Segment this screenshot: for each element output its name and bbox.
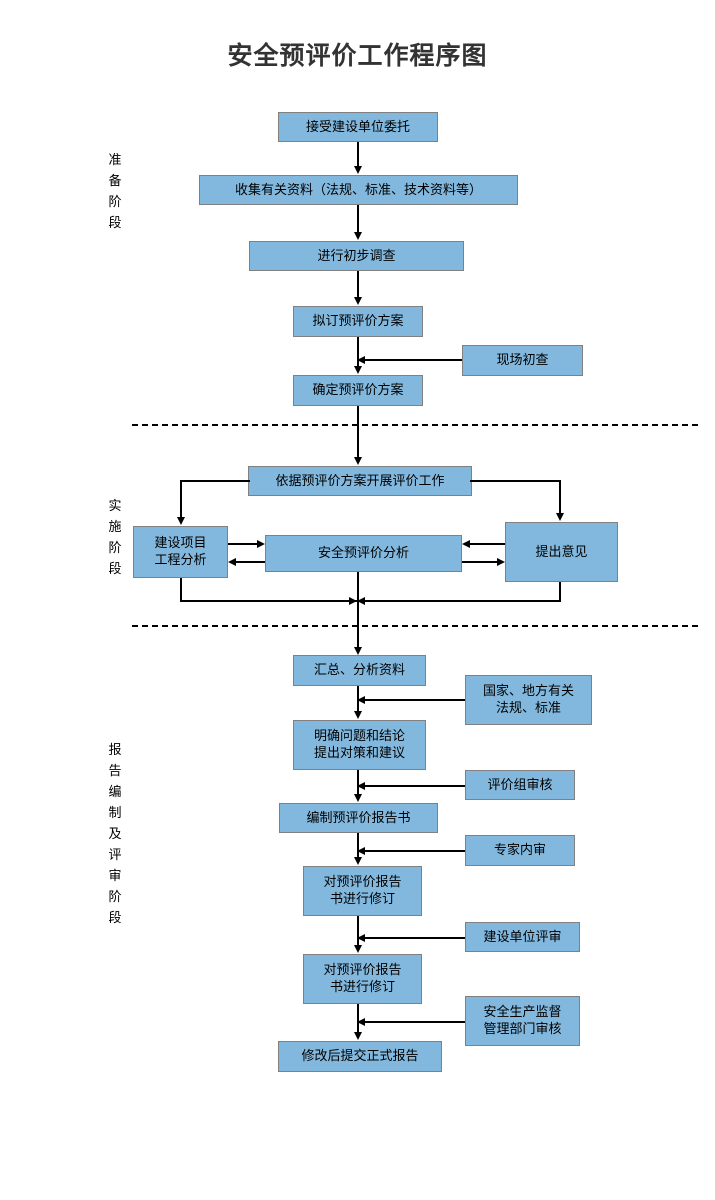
connector-safety-to-project xyxy=(236,561,265,563)
connector-project-to-safety xyxy=(228,543,257,545)
arrowhead-to-safety-analysis xyxy=(257,539,265,548)
arrowhead-collect xyxy=(353,166,362,174)
arrowhead-supervision-merge xyxy=(357,1017,365,1026)
stage-separator-1 xyxy=(132,424,698,426)
stage-label-implementation: 实 施 阶 段 xyxy=(108,499,122,577)
connector-site-survey-to-main xyxy=(365,359,462,361)
arrowhead-site-survey-merge xyxy=(357,355,365,364)
node-preliminary-survey[interactable]: 进行初步调查 xyxy=(249,241,464,271)
node-confirm-plan[interactable]: 确定预评价方案 xyxy=(293,375,423,406)
arrowhead-draft-plan xyxy=(353,297,362,305)
node-clarify-problems[interactable]: 明确问题和结论 提出对策和建议 xyxy=(293,720,426,770)
node-project-engineering-analysis[interactable]: 建设项目 工程分析 xyxy=(133,526,228,578)
node-construction-unit-review[interactable]: 建设单位评审 xyxy=(465,922,580,952)
node-safety-supervision-review[interactable]: 安全生产监督 管理部门审核 xyxy=(465,996,580,1046)
arrowhead-project-analysis xyxy=(176,517,185,525)
arrowhead-carry-out-evaluation xyxy=(353,457,362,465)
arrowhead-confirm-plan xyxy=(353,366,362,374)
node-draft-plan[interactable]: 拟订预评价方案 xyxy=(293,306,423,337)
connector-accept-to-collect xyxy=(357,142,359,167)
connector-draft-to-confirm xyxy=(357,337,359,367)
connector-supervision-to-spine xyxy=(365,1021,465,1023)
node-summarize-analyze[interactable]: 汇总、分析资料 xyxy=(293,655,426,686)
arrowhead-compile-report xyxy=(353,794,362,802)
arrowhead-summarize xyxy=(353,647,362,655)
arrowhead-preliminary-survey xyxy=(353,232,362,240)
connector-evaluation-left-down xyxy=(180,480,182,518)
arrowhead-revise-report-2 xyxy=(353,945,362,953)
node-revise-report-2[interactable]: 对预评价报告 书进行修订 xyxy=(303,954,422,1004)
connector-safety-analysis-spine xyxy=(357,572,359,649)
arrowhead-unit-review-merge xyxy=(357,933,365,942)
arrowhead-to-project-analysis xyxy=(228,557,236,566)
arrowhead-raise-opinions xyxy=(555,513,564,521)
arrowhead-opinions-from-safety xyxy=(497,557,505,566)
connector-revise1-to-revise2 xyxy=(357,916,359,946)
node-safety-pre-evaluation-analysis[interactable]: 安全预评价分析 xyxy=(265,535,462,572)
connector-opinions-down xyxy=(559,582,561,602)
node-revise-report-1[interactable]: 对预评价报告 书进行修订 xyxy=(303,866,422,916)
stage-separator-2 xyxy=(132,625,698,627)
connector-opinions-to-safety xyxy=(470,543,505,545)
arrowhead-submit-final-report xyxy=(353,1032,362,1040)
node-expert-internal-review[interactable]: 专家内审 xyxy=(465,835,575,866)
arrowhead-bus-merge-left xyxy=(349,596,357,605)
arrowhead-revise-report-1 xyxy=(353,857,362,865)
arrowhead-group-review-merge xyxy=(357,781,365,790)
arrowhead-regulations-merge xyxy=(357,695,365,704)
node-submit-final-report[interactable]: 修改后提交正式报告 xyxy=(278,1041,442,1072)
arrowhead-safety-from-opinions xyxy=(462,539,470,548)
stage-label-preparation: 准 备 阶 段 xyxy=(108,153,122,231)
connector-confirm-to-evaluation xyxy=(357,406,359,458)
connector-expert-review-to-spine xyxy=(365,850,465,852)
node-carry-out-evaluation[interactable]: 依据预评价方案开展评价工作 xyxy=(248,466,472,496)
node-accept-commission[interactable]: 接受建设单位委托 xyxy=(278,112,438,142)
node-site-survey[interactable]: 现场初查 xyxy=(462,345,583,376)
node-collect-materials[interactable]: 收集有关资料（法规、标准、技术资料等） xyxy=(199,175,518,205)
stage-label-report: 报 告 编 制 及 评 审 阶 段 xyxy=(108,743,122,926)
connector-compile-to-revise1 xyxy=(357,833,359,858)
connector-bottom-bus-left xyxy=(180,600,357,602)
connector-evaluation-right-down xyxy=(559,480,561,514)
arrowhead-bus-merge-right xyxy=(357,596,365,605)
connector-evaluation-right-branch xyxy=(470,480,561,482)
page-title: 安全预评价工作程序图 xyxy=(227,41,488,70)
connector-safety-to-opinions xyxy=(462,561,497,563)
arrowhead-clarify-problems xyxy=(353,711,362,719)
connector-project-analysis-down xyxy=(180,578,182,602)
connector-survey-to-draft xyxy=(357,271,359,298)
connector-collect-to-survey xyxy=(357,205,359,233)
connector-bottom-bus-right xyxy=(359,600,561,602)
arrowhead-expert-review-merge xyxy=(357,846,365,855)
connector-regulations-to-spine xyxy=(365,699,465,701)
connector-unit-review-to-spine xyxy=(365,937,465,939)
connector-evaluation-left-branch xyxy=(180,480,250,482)
connector-group-review-to-spine xyxy=(365,785,465,787)
node-raise-opinions[interactable]: 提出意见 xyxy=(505,522,618,582)
node-compile-report[interactable]: 编制预评价报告书 xyxy=(279,803,438,833)
node-evaluation-group-review[interactable]: 评价组审核 xyxy=(465,770,575,800)
node-national-local-regulations[interactable]: 国家、地方有关 法规、标准 xyxy=(465,675,592,725)
